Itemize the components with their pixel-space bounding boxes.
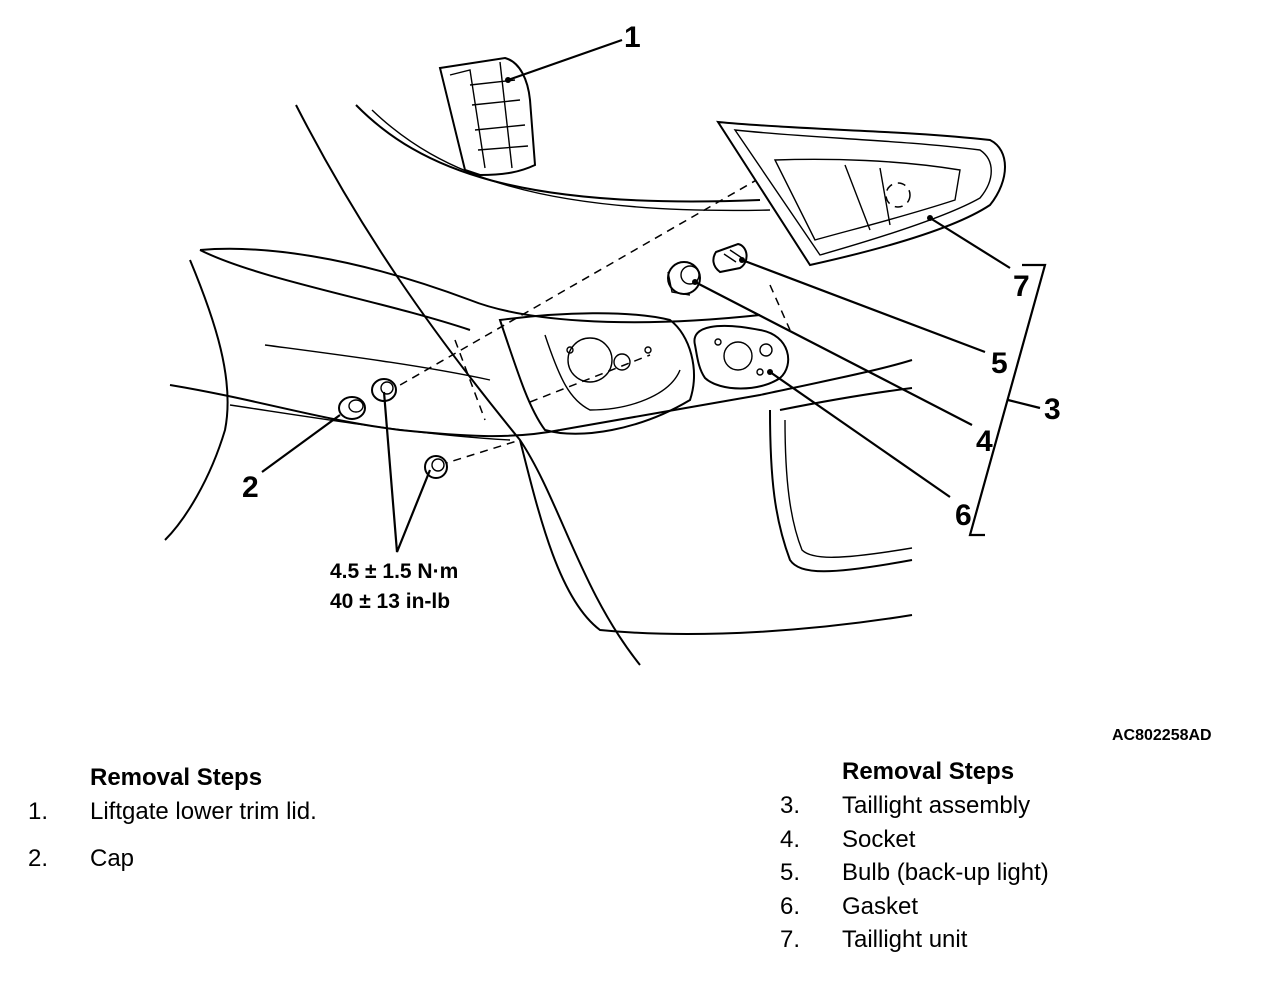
callout-1: 1 [624,21,641,54]
step-number: 6. [780,892,801,920]
figure-reference: AC802258AD [1112,727,1212,744]
step-text: Bulb (back-up light) [842,859,1049,886]
vehicle-body-outline [164,104,913,666]
taillight-unit [716,120,1006,267]
step-number: 7. [780,926,801,953]
step-text: Cap [90,845,135,872]
callout-7: 7 [1013,270,1030,303]
list-item: 2. Cap [28,845,448,892]
gasket [693,324,790,390]
list-item: 4. Socket [780,826,1240,860]
torque-spec-metric: 4.5 ± 1.5 N·m [330,560,458,583]
step-text: Liftgate lower trim lid. [90,798,317,825]
step-number: 4. [780,825,801,853]
callout-2: 2 [242,471,259,504]
step-number: 1. [28,798,49,825]
removal-steps-heading: Removal Steps [90,764,263,791]
bracket [498,312,695,435]
step-text: Taillight unit [842,926,968,953]
callout-5: 5 [991,347,1008,380]
caps [338,378,448,479]
leader-lines [261,38,1047,553]
list-item: 6. Gasket [780,893,1240,927]
liftgate-trim-lid [438,56,537,177]
list-item: 1. Liftgate lower trim lid. [28,798,448,845]
list-item: 7. Taillight unit [780,926,1240,960]
step-text: Gasket [842,892,919,920]
step-number: 3. [780,792,801,819]
step-text: Taillight assembly [842,792,1031,819]
alignment-lines [387,177,791,466]
step-text: Socket [842,825,916,853]
torque-spec-imperial: 40 ± 13 in-lb [330,590,450,613]
removal-steps-left: Removal Steps 1. Liftgate lower trim lid… [28,764,448,892]
list-item: 3. Taillight assembly [780,792,1240,826]
list-item: 5. Bulb (back-up light) [780,859,1240,893]
step-number: 2. [28,845,49,872]
bulb [712,242,748,274]
socket [667,261,701,296]
step-number: 5. [780,859,801,886]
callout-6: 6 [955,499,972,532]
callout-3: 3 [1044,393,1061,426]
removal-steps-right: Removal Steps 3. Taillight assembly 4. S… [780,758,1240,960]
callout-4: 4 [976,425,993,458]
removal-steps-heading: Removal Steps [842,758,1015,785]
exploded-view-diagram: 1 2 3 4 5 6 7 4.5 ± 1.5 N·m 40 ± 13 in-l… [164,21,1061,666]
